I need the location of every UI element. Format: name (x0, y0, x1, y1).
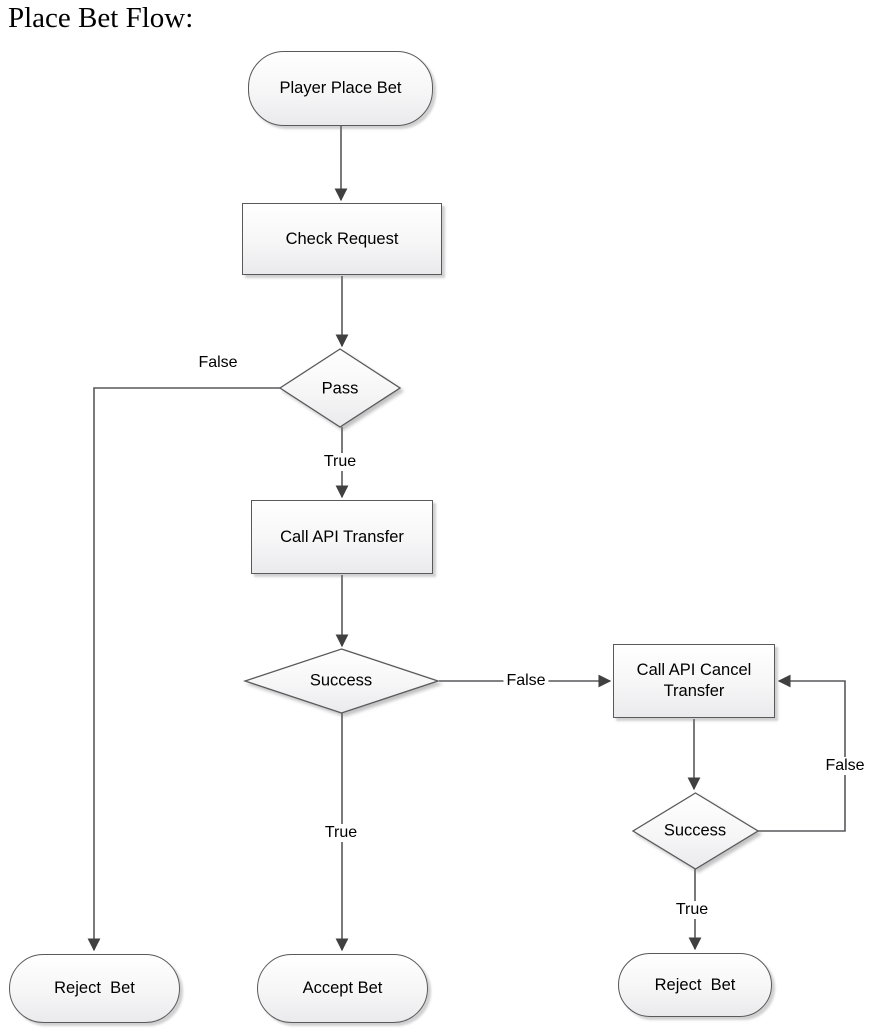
success-transfer-decision-label: Success (309, 671, 373, 690)
node-call-api-transfer: Call API Transfer (251, 500, 433, 574)
pass-decision-label: Pass (321, 379, 359, 398)
node-call-api-cancel-transfer: Call API Cancel Transfer (613, 644, 775, 718)
flowchart-title: Place Bet Flow: (8, 2, 194, 34)
pass-decision-shape (278, 348, 402, 428)
node-player-place-bet: Player Place Bet (248, 51, 433, 126)
edge-label-success-cancel-false: False (822, 757, 868, 775)
node-check-request: Check Request (242, 203, 442, 275)
success-cancel-decision-label: Success (663, 821, 727, 840)
decision-shapes (242, 348, 760, 870)
success-cancel-decision-shape (631, 792, 760, 870)
edge-label-pass-false: False (198, 354, 238, 371)
node-accept-bet: Accept Bet (257, 954, 428, 1023)
edge-pass-false-to-reject-left (87, 387, 281, 952)
edge-label-success-transfer-true: True (321, 824, 361, 842)
node-reject-bet-right: Reject Bet (618, 953, 772, 1017)
edge-label-success-cancel-true: True (672, 901, 712, 919)
node-reject-bet-left: Reject Bet (9, 954, 180, 1023)
edge-success2-false-loop (757, 674, 846, 832)
success-transfer-decision-shape (242, 648, 441, 714)
edge-label-pass-true: True (320, 453, 360, 471)
edge-label-success-transfer-false: False (503, 672, 549, 690)
